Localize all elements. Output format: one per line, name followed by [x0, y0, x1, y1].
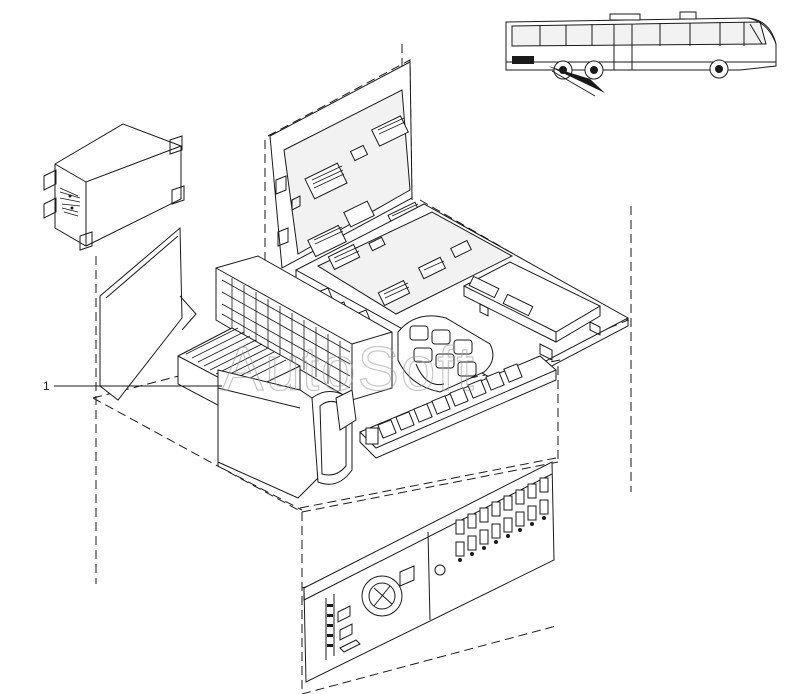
multi-pin-connector: [397, 315, 494, 393]
callout-1: 1: [43, 379, 222, 393]
circuit-breakers: [455, 477, 549, 557]
control-unit-module: [43, 123, 185, 251]
callout-label: 1: [43, 379, 50, 393]
cable-duct: [311, 389, 357, 485]
side-plate: [99, 226, 197, 401]
relay-base-part-1: [177, 327, 319, 499]
relay-row: [359, 355, 557, 459]
watermark: AutoSoft: [222, 335, 476, 404]
upright-mounting-panel: [269, 61, 423, 269]
fuse-terminal-block: [215, 255, 393, 401]
breaker-panel: [303, 461, 555, 683]
bus-location-thumbnail: [505, 11, 777, 97]
right-control-unit: [462, 261, 602, 361]
